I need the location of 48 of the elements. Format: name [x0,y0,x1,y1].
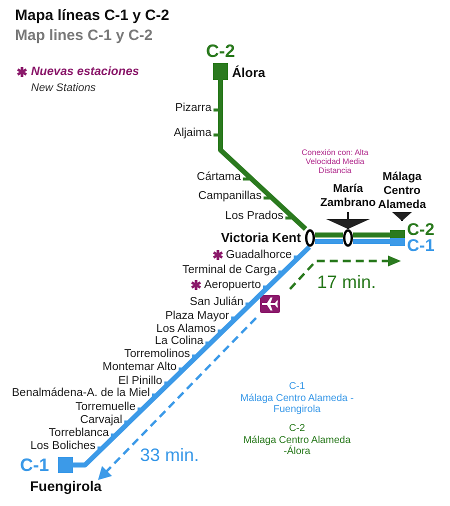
station-name: Los Alamos [156,322,216,336]
travel-time: 17 min. [317,272,376,293]
connection-note: Conexión con: Alta Velocidad Media Distancia [300,148,370,175]
rail-line [353,232,390,238]
station-pointer [392,212,412,221]
route-note: C-2 [288,423,306,434]
station-name: Montemar Alto [102,360,177,375]
station-name: Carvajal [80,413,122,428]
rail-line [218,80,308,231]
station-name: Plaza Mayor [165,309,230,324]
terminal-station: C-1 [20,456,73,474]
station-name: Aljaima [174,126,212,141]
title: Mapa líneas C-1 y C-2 [15,7,170,24]
station-name: Benalmádena-A. de la Miel [12,386,150,401]
rail-line [353,239,390,244]
station-name: Terminal de Carga [182,263,276,278]
station-name: Málaga Centro Alameda [377,170,427,212]
interchange-station: Victoria Kent [221,229,315,247]
station-name: Aeropuerto [204,278,261,293]
station-name: Pizarra [175,101,212,116]
station-name: Guadalhorce [226,248,292,263]
station-name: Los Prados [225,209,284,224]
station-name: El Pinillo [118,374,162,388]
route-note: Málaga Centro Alameda -Álora [242,435,352,457]
travel-time: 33 min. [140,445,200,466]
station-name: María Zambrano [320,182,376,212]
station-name: La Colina [154,334,204,348]
subtitle: Map lines C-1 y C-2 [15,27,153,44]
station-name: Los Boliches [30,439,96,454]
interchange-ring [343,229,353,247]
rail-line [315,232,343,238]
route-note: C-1 [288,381,306,392]
station-name: Fuengirola [30,478,102,494]
station-name: Torremolinos [124,347,190,362]
legend-text: Nuevas estaciones [31,64,140,78]
legend-text: New Stations [31,82,96,94]
station-name: Álora [232,65,266,80]
station-name: Torreblanca [48,426,109,440]
station-name: Cártama [196,170,241,185]
station-name: Torremuelle [76,400,136,414]
terminal-station: C-1 [390,238,440,253]
station-name: San Julián [190,295,244,310]
rail-line [73,245,312,468]
rail-line [315,239,343,244]
route-note: Málaga Centro Alameda - Fuengirola [240,393,354,415]
station-pointer [326,212,370,229]
terminal-station: C-2 [390,221,440,238]
station-name: Campanillas [198,189,262,204]
